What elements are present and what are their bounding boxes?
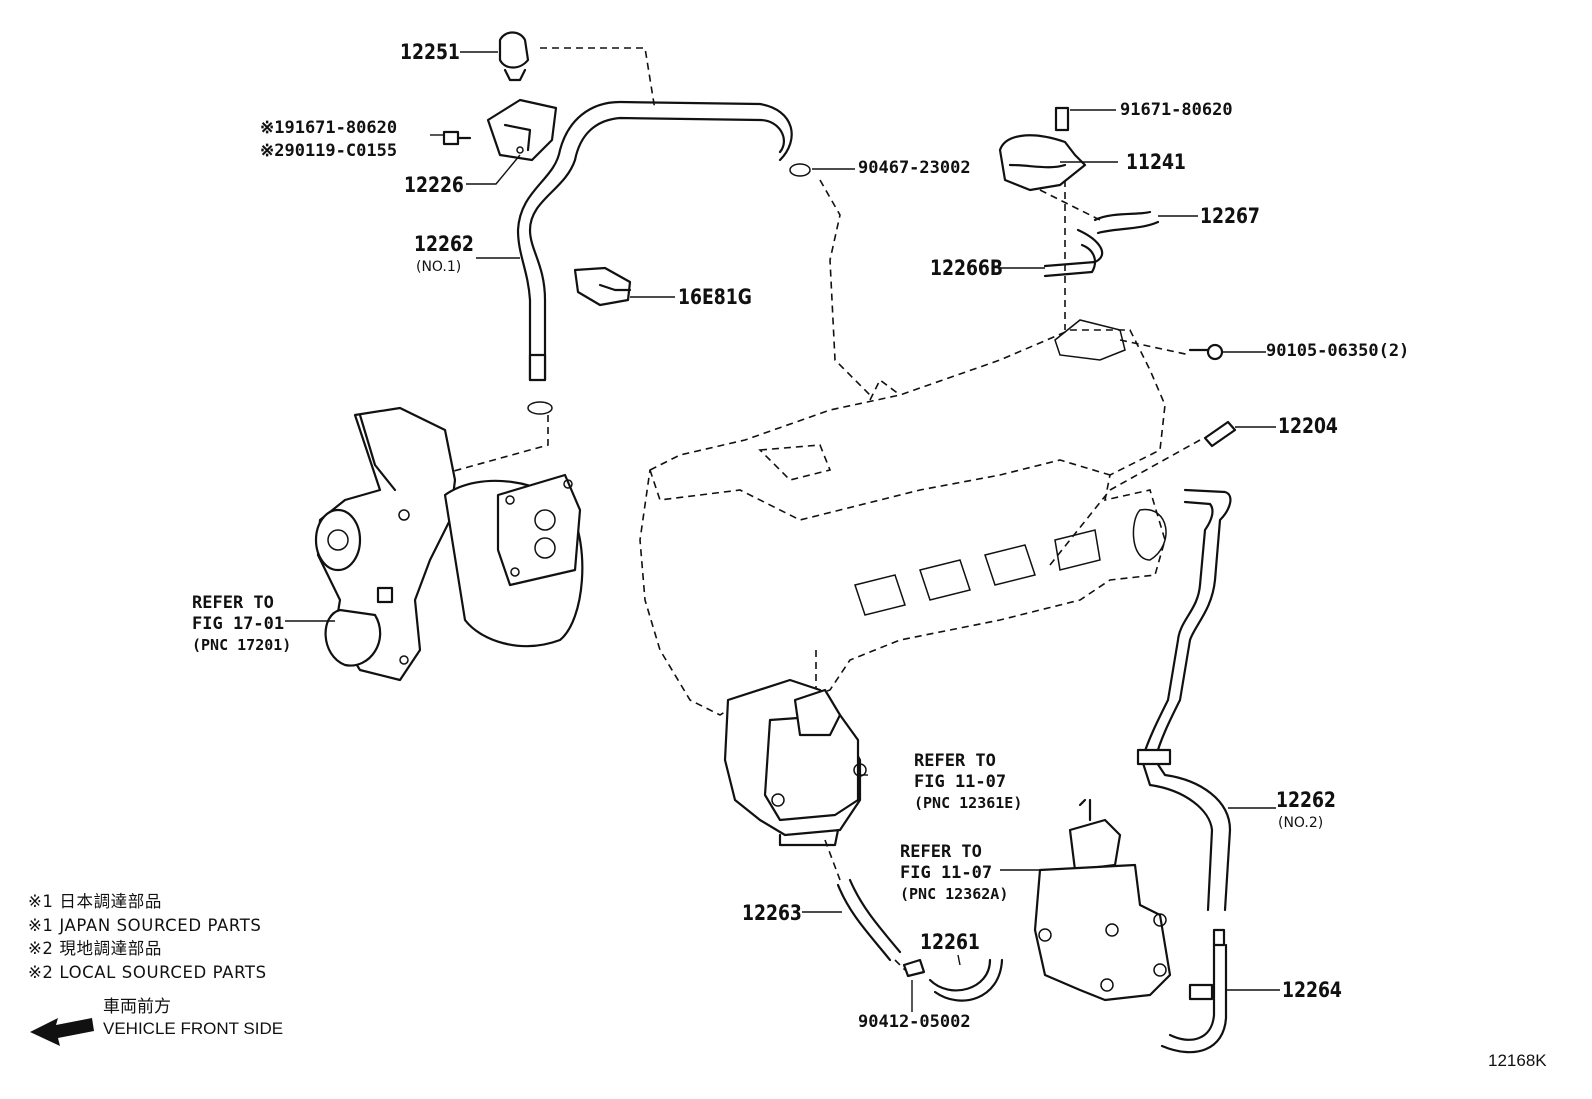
label-12226[interactable]: 12226 [404,173,464,197]
label-90467-23002[interactable]: 90467-23002 [858,158,971,178]
label-90119-C0155-alt[interactable]: ※290119-C0155 [260,141,398,161]
clip-12251 [498,31,530,82]
label-12204[interactable]: 12204 [1278,414,1338,438]
cover-11241 [998,106,1087,192]
direction-label-en: VEHICLE FRONT SIDE [103,1019,284,1038]
label-12251[interactable]: 12251 [400,40,460,64]
label-12262-no2[interactable]: 12262 [1276,788,1336,812]
label-12262-no1-sub: (NO.1) [416,259,462,275]
label-11241[interactable]: 11241 [1126,150,1186,174]
turbocharger [314,406,584,682]
note-japan-en: ※1 JAPAN SOURCED PARTS [28,915,262,935]
hose-12266B [1043,228,1104,278]
engine-mount-12362A [1033,798,1172,1002]
reference-pnc: (PNC 12361E) [914,794,1023,812]
reference-fig-11-07-a[interactable]: REFER TO FIG 11-07 (PNC 12361E) [914,751,1022,814]
reference-line-1: REFER TO [900,842,982,862]
hose-12263 [836,878,902,962]
label-91671-80620-alt[interactable]: ※191671-80620 [260,118,398,138]
note-local-jp: ※2 現地調達部品 [28,939,162,958]
engine-block-outline [639,319,1167,716]
leader-lines [285,51,1280,1012]
hose-12261 [928,958,1004,1002]
label-12263[interactable]: 12263 [742,901,802,925]
sourcing-notes: ※1 日本調達部品 ※1 JAPAN SOURCED PARTS ※2 現地調達… [28,890,267,984]
connection-lines [384,47,1201,971]
hose-12262-no1 [516,100,793,382]
label-12262-no2-sub: (NO.2) [1278,815,1324,831]
hose-12264 [1160,928,1228,1054]
reference-line-2: FIG 11-07 [900,863,993,883]
label-12261[interactable]: 12261 [920,930,980,954]
reference-line-1: REFER TO [192,593,274,613]
fitting-90412 [902,958,926,978]
bolt-91671-left [442,130,472,146]
label-12264[interactable]: 12264 [1282,978,1342,1002]
label-90412-05002[interactable]: 90412-05002 [858,1012,971,1032]
hose-12267 [1093,210,1160,235]
label-91671-80620[interactable]: 91671-80620 [1120,100,1233,120]
reference-pnc: (PNC 17201) [192,636,292,654]
clamp-90467 [527,163,811,415]
note-local-en: ※2 LOCAL SOURCED PARTS [28,962,267,982]
reference-line-1: REFER TO [914,751,996,771]
reference-line-2: FIG 17-01 [192,614,285,634]
sensor-16E81G [573,266,632,307]
label-90105-06350[interactable]: 90105-06350(2) [1266,341,1410,361]
bracket-12226 [486,98,558,162]
note-japan-jp: ※1 日本調達部品 [28,892,162,911]
label-12262-no1[interactable]: 12262 [414,232,474,256]
diagram-code: 12168K [1488,1051,1547,1070]
hose-12262-no2 [1136,488,1232,912]
left-arrow-icon [30,1018,94,1046]
reference-fig-17-01[interactable]: REFER TO FIG 17-01 (PNC 17201) [192,593,291,656]
label-16E81G[interactable]: 16E81G [678,285,752,309]
reference-fig-11-07-b[interactable]: REFER TO FIG 11-07 (PNC 12362A) [900,842,1008,905]
bolt-90105 [1188,343,1224,361]
reference-line-2: FIG 11-07 [914,772,1007,792]
label-12266B[interactable]: 12266B [930,256,1004,280]
fitting-12204 [1203,420,1237,448]
reference-pnc: (PNC 12362A) [900,885,1009,903]
engine-mount-12361E [723,678,867,847]
direction-label-jp: 車両前方 [103,997,171,1016]
label-12267[interactable]: 12267 [1200,204,1260,228]
